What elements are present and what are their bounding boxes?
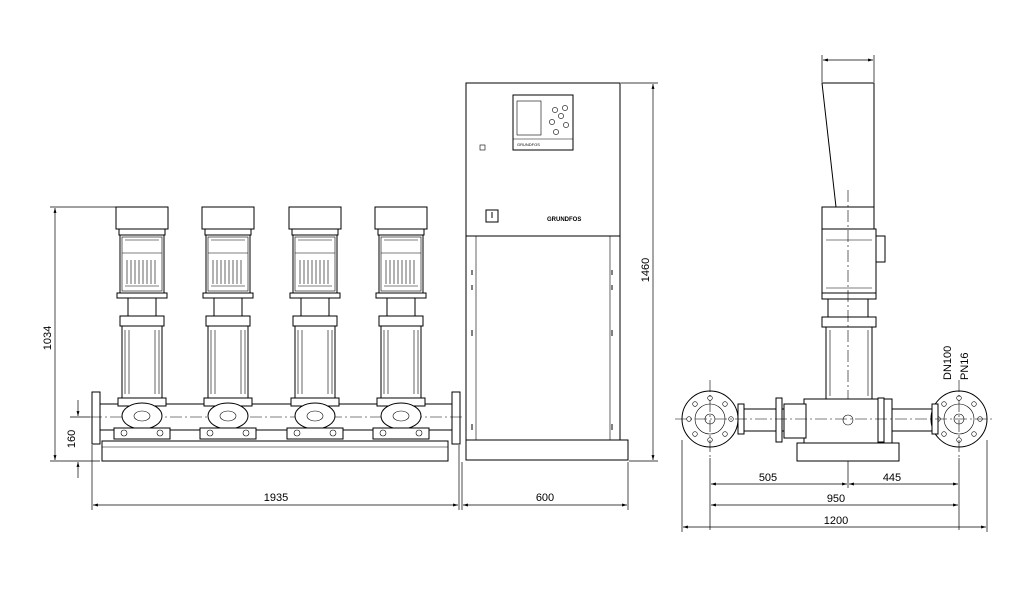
indicator-lamp xyxy=(479,144,486,151)
pump-unit-4 xyxy=(372,206,430,440)
dim-cabinet-width: 600 xyxy=(536,492,554,504)
pressure-rating-label: PN16 xyxy=(959,352,971,380)
side-view: DN100 PN16 xyxy=(675,82,995,462)
cabinet-logo: GRUNDFOS xyxy=(547,217,581,223)
pump-unit-2 xyxy=(199,206,257,440)
pump-unit-1 xyxy=(113,206,171,440)
dim-overall-height: 1034 xyxy=(42,326,54,350)
front-view-pumps xyxy=(90,206,462,462)
dim-side-left: 505 xyxy=(759,472,777,484)
outlet-flange xyxy=(451,391,461,445)
door-hinges xyxy=(471,270,613,430)
dim-flange-centers: 950 xyxy=(827,493,845,505)
control-cabinet: GRUNDFOS GRUNDFOS xyxy=(465,82,629,461)
pump-unit-3 xyxy=(286,206,344,440)
nominal-diameter-label: DN100 xyxy=(942,346,954,380)
dim-side-right: 445 xyxy=(883,472,901,484)
dim-overall-width: 1200 xyxy=(824,515,848,527)
controller-display xyxy=(512,94,574,151)
base-frame xyxy=(101,440,449,462)
dim-cabinet-height: 1460 xyxy=(640,258,652,282)
dim-inlet-height: 160 xyxy=(66,430,78,448)
dimension-lines: 1034 160 1935 600 1460 505 445 xyxy=(42,55,988,532)
dim-length: 1935 xyxy=(264,492,288,504)
inlet-flange xyxy=(91,391,101,445)
display-logo: GRUNDFOS xyxy=(517,142,540,147)
